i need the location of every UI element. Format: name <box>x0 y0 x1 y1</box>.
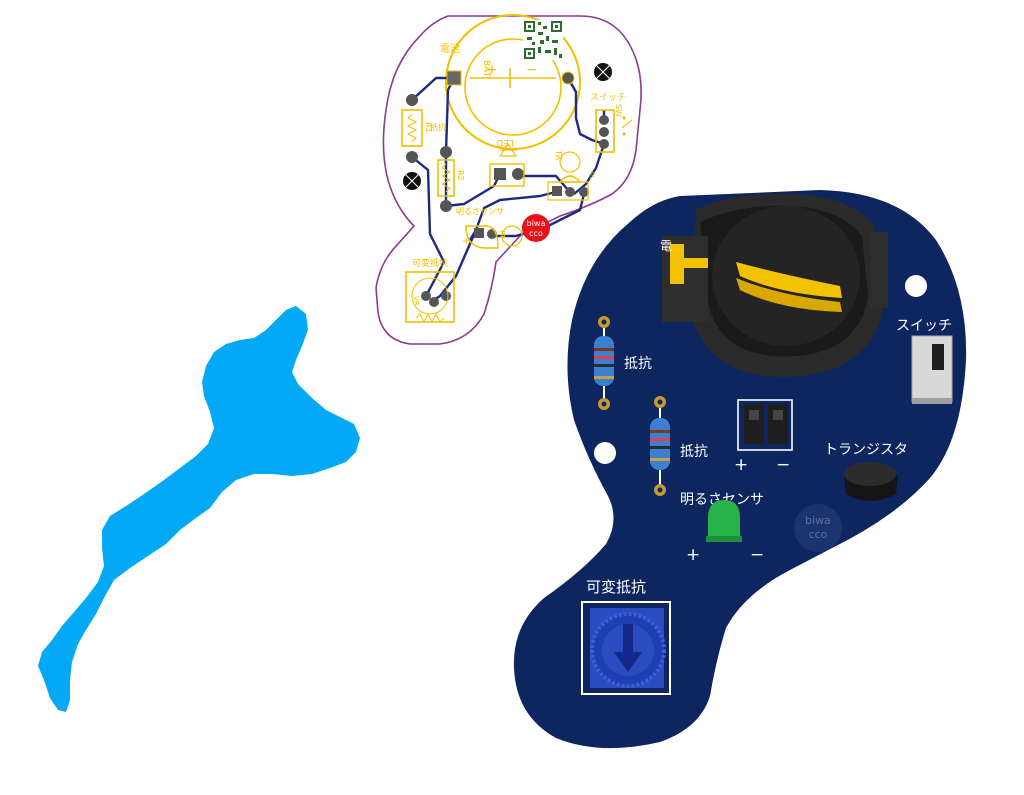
board-label-minus-2: − <box>750 545 764 565</box>
pcb-label-sensor: 明るさセンサ <box>456 207 504 216</box>
pcb-biwacco-logo <box>522 214 550 242</box>
pcb-battery-inner <box>464 38 562 136</box>
pcb-logo-line1: biwa <box>527 219 546 228</box>
board-resistor-1 <box>594 316 614 410</box>
board-switch <box>911 335 953 404</box>
board-3d: 電 スイッチ 抵抗 抵抗 <box>513 190 967 749</box>
board-biwacco-logo <box>794 504 842 552</box>
pcb-led-symbol <box>498 142 518 157</box>
board-label-plus-1: + <box>734 455 748 475</box>
pcb-resistor-r1 <box>401 109 423 147</box>
pcb-label-sensor-plus: + <box>462 236 470 247</box>
pcb-switch <box>595 109 615 153</box>
pcb-label-battery: 電池 <box>440 42 460 55</box>
board-label-battery-partial: 電 <box>660 239 672 253</box>
board-hole-1 <box>905 275 927 297</box>
pcb-label-tr: TR <box>554 149 563 161</box>
lake-biwa-shape <box>38 306 360 712</box>
pcb-led-footprint <box>489 163 525 187</box>
pcb-label-r1: R1 <box>424 122 433 133</box>
board-sensor-led <box>708 500 740 540</box>
pcb-layout: 電池 BAT + − <box>375 14 642 345</box>
pcb-label-bat: BAT <box>481 60 491 78</box>
board-label-variable-resistor: 可変抵抗 <box>586 578 646 596</box>
pcb-battery-outer <box>445 14 581 150</box>
board-label-plus-2: + <box>686 545 700 565</box>
pcb-label-plus: + <box>486 62 498 78</box>
pcb-variable-resistor <box>405 271 455 323</box>
board-label-minus-1: − <box>776 455 790 475</box>
pcb-label-sw: SW <box>614 104 623 117</box>
board-variable-resistor <box>581 601 671 695</box>
pcb-label-r2: R2 <box>456 170 465 181</box>
board-resistor-2 <box>650 396 670 496</box>
pcb-logo-line2: cco <box>529 229 543 238</box>
board-led-socket <box>737 399 793 451</box>
pcb-pads <box>406 70 609 307</box>
pcb-resistor-r2 <box>437 159 455 197</box>
pcb-label-variable-resistor: 可変抵抗 <box>412 257 448 269</box>
board-label-switch: スイッチ <box>896 318 952 334</box>
pcb-label-vr: VR <box>412 296 420 306</box>
pcb-label-switch: スイッチ <box>590 92 626 103</box>
pcb-label-tr-text: タ <box>588 171 596 180</box>
board-label-resistor-1: 抵抗 <box>624 356 652 372</box>
pcb-label-resistor: 抵抗 <box>430 122 446 132</box>
board-logo-line1: biwa <box>805 514 831 527</box>
pcb-label-led: LED <box>496 137 514 147</box>
board-battery-holder <box>662 193 888 378</box>
pcb-label-pt: PT <box>498 230 506 239</box>
pcb-sensor-symbol <box>501 225 523 247</box>
pcb-transistor-symbol <box>559 151 581 173</box>
board-label-resistor-2: 抵抗 <box>680 444 708 460</box>
pcb-qr-code <box>523 20 563 60</box>
board-hole-2 <box>594 442 616 464</box>
board-logo-line2: cco <box>809 528 828 541</box>
board-label-sensor: 明るさセンサ <box>680 492 764 508</box>
board-label-transistor: トランジスタ <box>824 442 908 458</box>
board-transistor <box>844 462 898 501</box>
pcb-label-minus: − <box>526 62 538 78</box>
